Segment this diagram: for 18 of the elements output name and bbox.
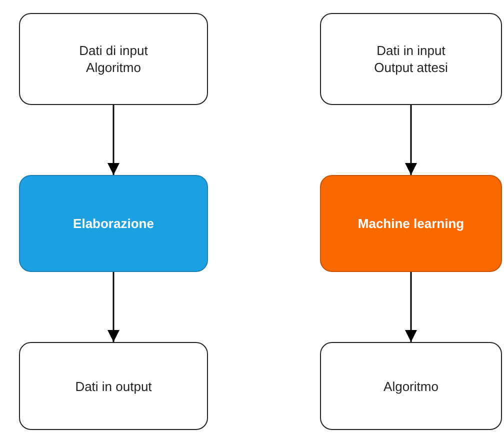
arrow — [108, 272, 120, 342]
arrow — [405, 105, 417, 175]
process-box — [19, 13, 208, 105]
process-box — [19, 175, 208, 272]
process-box — [19, 342, 208, 430]
node-label: Dati di input — [79, 42, 148, 59]
arrow — [405, 272, 417, 342]
node-label: Algoritmo — [86, 59, 141, 76]
node-label: Output attesi — [374, 59, 448, 76]
process-box — [320, 175, 502, 272]
node-label: Algoritmo — [384, 378, 438, 394]
arrow — [108, 105, 120, 175]
node-label: Dati in output — [75, 378, 152, 394]
node-label: Elaborazione — [73, 215, 154, 232]
process-box — [320, 342, 502, 430]
node-label: Machine learning — [358, 215, 464, 232]
process-box — [320, 13, 502, 105]
node-label: Dati in input — [376, 42, 446, 59]
